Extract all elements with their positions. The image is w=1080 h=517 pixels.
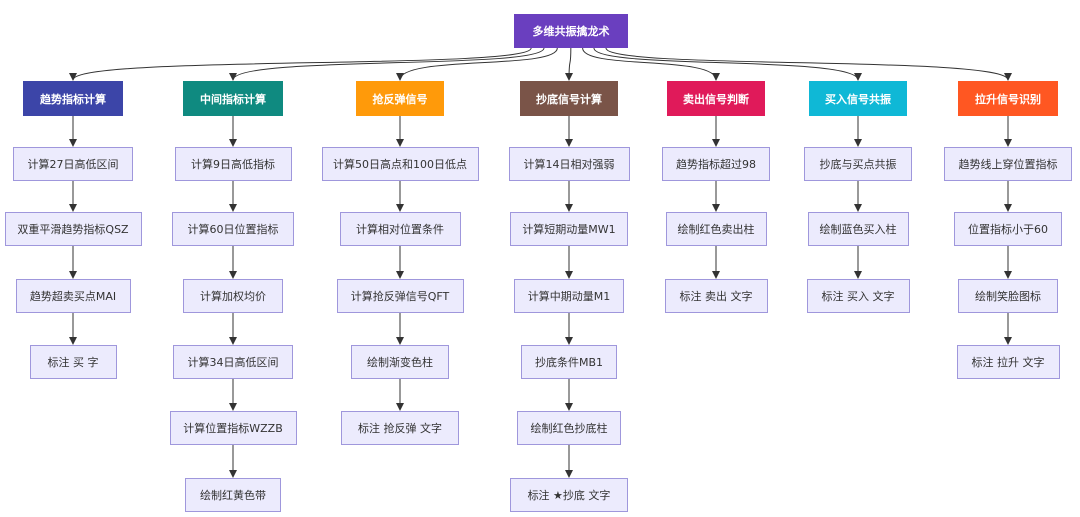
step-node-5-2: 绘制红色卖出柱 [665,212,767,246]
header-node-7: 拉升信号识别 [958,81,1058,116]
step-node-7-2: 位置指标小于60 [954,212,1062,246]
root-node: 多维共振擒龙术 [514,14,628,48]
step-node-6-3: 标注 买入 文字 [806,279,910,313]
step-node-2-3: 计算加权均价 [183,279,283,313]
step-node-5-3: 标注 卖出 文字 [664,279,768,313]
edge-root-to-header-1 [69,47,532,81]
step-node-4-4: 抄底条件MB1 [521,345,617,379]
step-node-3-2: 计算相对位置条件 [339,212,461,246]
header-node-2: 中间指标计算 [183,81,283,116]
step-node-4-1: 计算14日相对强弱 [508,147,630,181]
step-node-3-3: 计算抢反弹信号QFT [336,279,464,313]
step-node-4-2: 计算短期动量MW1 [510,212,628,246]
edge-root-to-header-6 [593,47,862,81]
edge-root-to-header-2 [229,47,545,81]
step-node-1-2: 双重平滑趋势指标QSZ [4,212,142,246]
edge-root-to-header-5 [582,47,720,81]
step-node-1-4: 标注 买 字 [29,345,117,379]
step-node-2-1: 计算9日高低指标 [174,147,292,181]
header-node-6: 买入信号共振 [809,81,907,116]
step-node-3-5: 标注 抢反弹 文字 [341,411,459,445]
edge-root-to-header-4 [565,47,574,81]
header-node-5: 卖出信号判断 [667,81,765,116]
step-node-2-6: 绘制红黄色带 [185,478,281,512]
step-node-4-5: 绘制红色抄底柱 [517,411,621,445]
step-node-6-1: 抄底与买点共振 [804,147,912,181]
step-node-3-4: 绘制渐变色柱 [351,345,449,379]
edge-root-to-header-7 [605,47,1012,81]
step-node-6-2: 绘制蓝色买入柱 [807,212,909,246]
header-node-4: 抄底信号计算 [520,81,618,116]
step-node-4-6: 标注 ★抄底 文字 [510,478,628,512]
step-node-7-1: 趋势线上穿位置指标 [944,147,1072,181]
step-node-1-3: 趋势超卖买点MAI [15,279,131,313]
step-node-2-4: 计算34日高低区间 [173,345,293,379]
step-node-2-5: 计算位置指标WZZB [169,411,297,445]
edge-root-to-header-3 [396,47,558,81]
step-node-2-2: 计算60日位置指标 [172,212,294,246]
header-node-3: 抢反弹信号 [356,81,444,116]
header-node-1: 趋势指标计算 [23,81,123,116]
step-node-1-1: 计算27日高低区间 [13,147,133,181]
step-node-5-1: 趋势指标超过98 [662,147,770,181]
step-node-7-4: 标注 拉升 文字 [956,345,1060,379]
step-node-7-3: 绘制笑脸图标 [958,279,1058,313]
step-node-4-3: 计算中期动量M1 [514,279,624,313]
step-node-3-1: 计算50日高点和100日低点 [321,147,479,181]
